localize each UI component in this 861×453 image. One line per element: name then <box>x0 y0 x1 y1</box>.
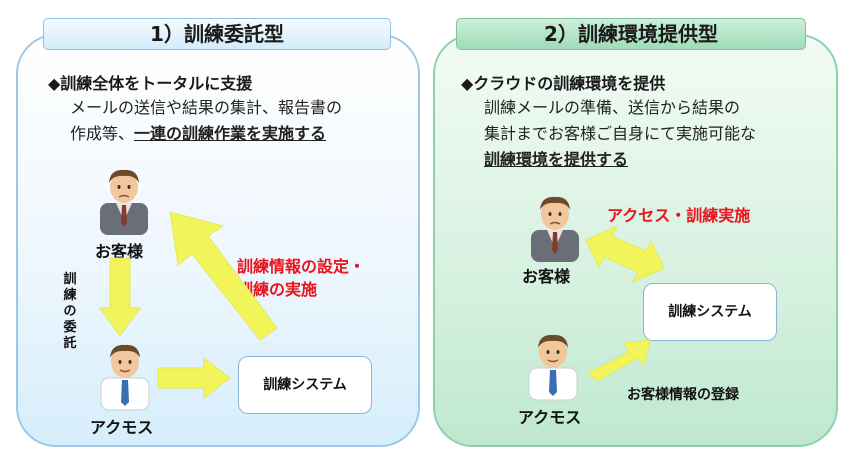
left-red-line2: 訓練の実施 <box>237 280 318 299</box>
down-arrow-icon <box>99 257 141 337</box>
right-panel-environment-provision <box>433 34 838 447</box>
right-desc-line2: 集計までお客様ご自身にて実施可能な <box>484 124 757 143</box>
left-acmos-label: アクモス <box>90 418 154 437</box>
delegate-vertical-label: 訓練の委託 <box>63 272 77 351</box>
register-customer-info-label: お客様情報の登録 <box>627 387 739 403</box>
customer-person-icon <box>531 196 579 262</box>
left-description: メールの送信や結果の集計、報告書の 作成等、一連の訓練作業を実施する <box>70 95 342 147</box>
right-desc-emphasis: 訓練環境を提供する <box>484 150 629 169</box>
acmos-person-icon <box>528 334 578 401</box>
left-title: 1）訓練委託型 <box>43 18 391 50</box>
left-red-annotation: 訓練情報の設定・ 訓練の実施 <box>237 255 365 301</box>
customer-person-icon <box>100 169 148 235</box>
right-acmos-label: アクモス <box>518 408 582 427</box>
left-training-system-box: 訓練システム <box>238 356 372 414</box>
right-title: 2）訓練環境提供型 <box>456 18 806 50</box>
left-red-line1: 訓練情報の設定・ <box>237 257 366 276</box>
right-desc-line1: 訓練メールの準備、送信から結果の <box>484 98 741 117</box>
right-arrow-icon <box>157 356 231 400</box>
left-desc-line1: メールの送信や結果の集計、報告書の <box>70 98 343 117</box>
left-desc-emphasis: 一連の訓練作業を実施する <box>134 124 327 143</box>
right-red-annotation: アクセス・訓練実施 <box>607 206 751 225</box>
right-bullet: ◆クラウドの訓練環境を提供 <box>461 74 666 93</box>
left-bullet: ◆訓練全体をトータルに支援 <box>48 74 253 93</box>
acmos-person-icon <box>100 344 150 411</box>
left-desc-line2: 作成等、一連の訓練作業を実施する <box>70 121 342 147</box>
left-desc-line2-plain: 作成等、 <box>70 124 135 143</box>
right-customer-label: お客様 <box>522 267 571 286</box>
right-training-system-box: 訓練システム <box>643 283 777 341</box>
left-customer-label: お客様 <box>95 242 144 261</box>
right-description: 訓練メールの準備、送信から結果の 集計までお客様ご自身にて実施可能な 訓練環境を… <box>484 95 756 173</box>
